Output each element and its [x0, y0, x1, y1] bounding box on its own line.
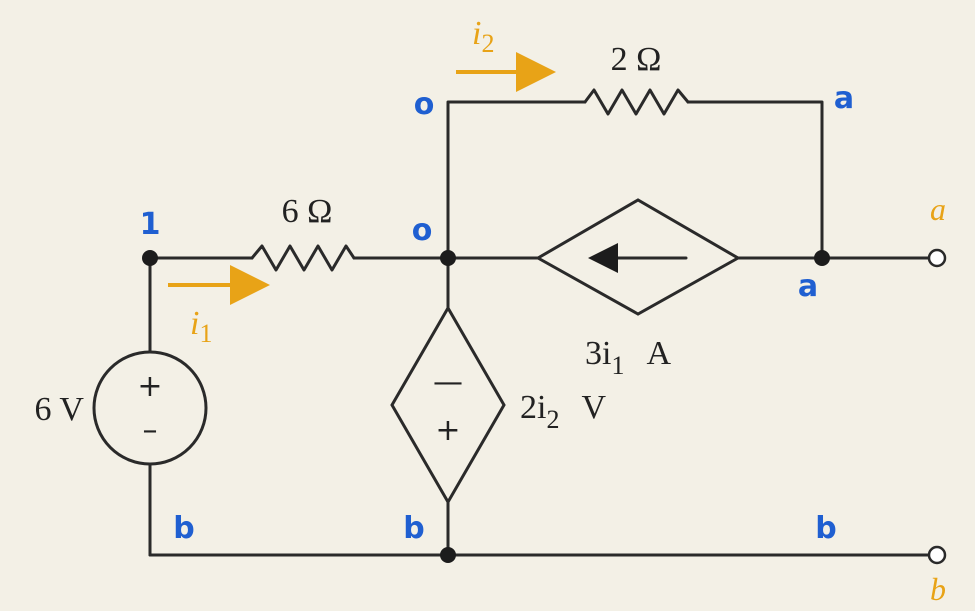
label-v-source: 6 V — [35, 391, 85, 428]
resistor-6-ohm — [250, 244, 356, 272]
label-i1: i1 — [190, 305, 212, 348]
node-label-1: 1 — [140, 207, 161, 242]
junction-node-1 — [142, 250, 158, 266]
voltage-source-6v — [92, 350, 208, 466]
resistor-2-ohm — [583, 88, 690, 116]
label-r-left: 6 Ω — [282, 193, 333, 230]
junction-node-a — [814, 250, 830, 266]
node-label-bottom-left: b — [173, 511, 194, 546]
wire-o-up — [446, 100, 587, 260]
junction-node-o — [440, 250, 456, 266]
node-label-bottom-mid: b — [403, 511, 424, 546]
label-i2: i2 — [472, 15, 494, 58]
vdep-top-sign: — — [433, 365, 463, 400]
terminal-a — [927, 248, 947, 268]
vsource-plus-sign: + — [137, 369, 162, 404]
dependent-voltage-source — [390, 304, 506, 506]
vsource-minus-sign: – — [143, 413, 158, 448]
node-label-top-right: a — [834, 81, 854, 116]
junction-node-b — [440, 547, 456, 563]
node-label-top-left: o — [414, 87, 435, 122]
node-label-right: a — [798, 269, 818, 304]
node-label-bottom-right: b — [815, 511, 836, 546]
wire-r2-to-a — [686, 100, 824, 260]
node-label-middle: o — [412, 213, 433, 248]
terminal-label-b: b — [930, 571, 946, 607]
vdep-bottom-sign: + — [435, 413, 460, 448]
terminal-b — [927, 545, 947, 565]
label-r-top: 2 Ω — [611, 41, 662, 78]
terminal-label-a: a — [930, 191, 946, 227]
